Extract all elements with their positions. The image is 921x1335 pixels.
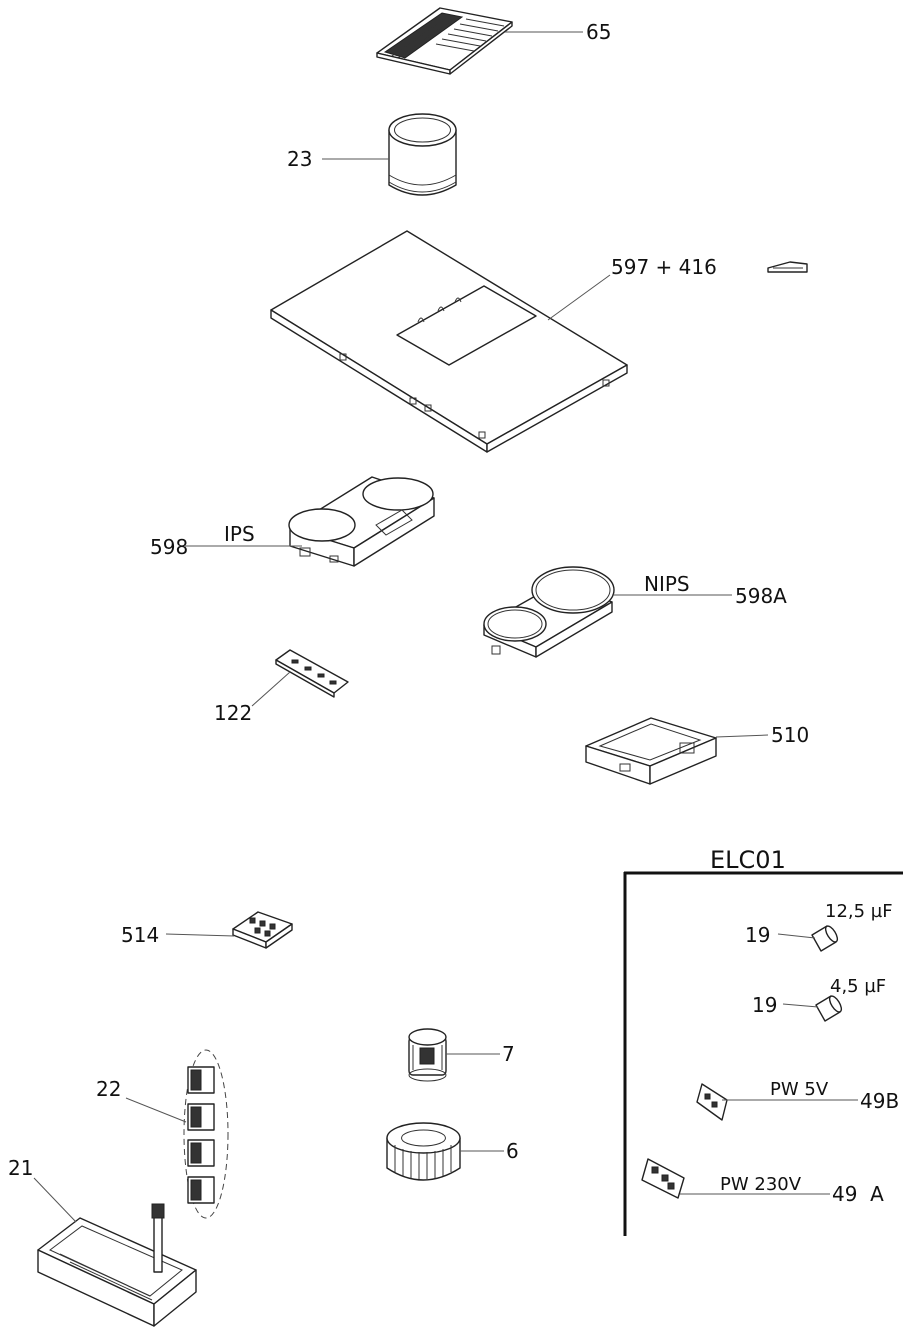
power-board-230v[interactable] <box>641 1158 830 1199</box>
capacitor-12-5uf[interactable] <box>777 924 840 952</box>
label-ips: IPS <box>224 522 255 546</box>
label-510: 510 <box>771 723 809 747</box>
pw5v-label: PW 5V <box>770 1079 829 1100</box>
label-22: 22 <box>96 1077 121 1101</box>
elc01-inset <box>623 871 903 1236</box>
part-597-glass-top[interactable] <box>270 230 628 453</box>
label-65: 65 <box>586 20 611 44</box>
part-598a-nips-module[interactable] <box>483 566 732 658</box>
pw230v-number: 49 A <box>832 1182 884 1206</box>
capacitor-4-5uf[interactable] <box>782 994 844 1022</box>
label-21: 21 <box>8 1156 33 1180</box>
label-6: 6 <box>506 1139 519 1163</box>
part-122-control-strip[interactable] <box>251 649 349 707</box>
pw5v-number: 49B <box>860 1089 899 1113</box>
part-65-grille[interactable] <box>376 7 583 75</box>
elc01-title: ELC01 <box>710 846 786 874</box>
cap2-number: 19 <box>752 993 777 1017</box>
part-598-ips-module[interactable] <box>185 476 435 567</box>
cap1-number: 19 <box>745 923 770 947</box>
part-416-small-piece[interactable] <box>767 261 808 273</box>
part-22-filter-blocks[interactable] <box>125 1049 229 1219</box>
label-598: 598 <box>150 535 188 559</box>
label-597-416: 597 + 416 <box>611 255 717 279</box>
label-7: 7 <box>502 1042 515 1066</box>
cap1-value: 12,5 µF <box>825 901 893 922</box>
part-7-motor[interactable] <box>408 1028 500 1082</box>
power-board-5v[interactable] <box>696 1083 858 1121</box>
pw230v-label: PW 230V <box>720 1174 802 1195</box>
label-23: 23 <box>287 147 312 171</box>
label-514: 514 <box>121 923 159 947</box>
label-nips: NIPS <box>644 572 690 596</box>
part-21-duct-housing[interactable] <box>33 1177 197 1327</box>
label-122: 122 <box>214 701 252 725</box>
label-598a: 598A <box>735 584 787 608</box>
part-23-filter[interactable] <box>322 113 457 196</box>
cap2-value: 4,5 µF <box>830 976 886 997</box>
part-514-module[interactable] <box>165 911 293 949</box>
part-6-fan-wheel[interactable] <box>386 1122 504 1181</box>
part-510-housing[interactable] <box>585 717 769 785</box>
